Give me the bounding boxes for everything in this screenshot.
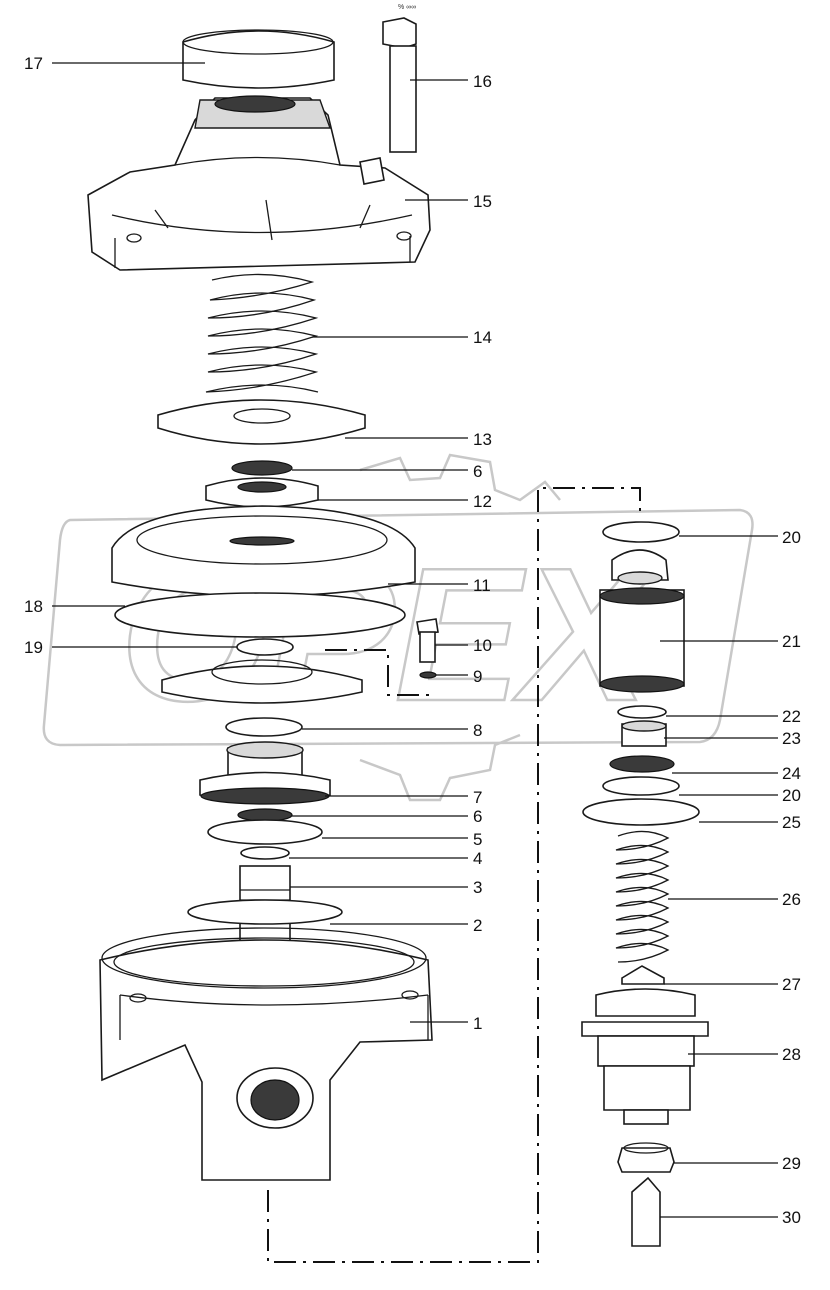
part-6-upper-ring	[231, 460, 293, 476]
part-17-cap	[182, 29, 335, 89]
part-23-sleeve	[621, 720, 667, 747]
callout-12: 12	[473, 492, 492, 511]
part-10-screw	[416, 618, 439, 663]
part-15-upper-housing	[87, 95, 431, 271]
part-1-lower-body	[99, 927, 433, 1181]
callout-labels: 17 16 15 14 13 6 12 11 18 19 10 9 8 7 6 …	[24, 54, 801, 1227]
callout-2: 2	[473, 916, 482, 935]
center-axis-line	[267, 487, 641, 1263]
callout-5: 5	[473, 830, 482, 849]
part-24-ring	[609, 755, 675, 773]
part-2-o-ring	[187, 899, 343, 925]
part-9-small-ring	[419, 671, 437, 679]
part-flange-plate	[161, 659, 363, 704]
part-29-nut	[617, 1142, 675, 1173]
callout-18: 18	[24, 597, 43, 616]
part-16-bolt	[382, 17, 417, 153]
part-14-spring	[205, 273, 319, 393]
part-21-valve-cartridge	[599, 549, 685, 693]
callout-13: 13	[473, 430, 492, 449]
callout-7: 7	[473, 788, 482, 807]
part-27-seat	[621, 965, 665, 985]
part-12-seat	[205, 477, 319, 508]
callout-9: 9	[473, 667, 482, 686]
callout-16: 16	[473, 72, 492, 91]
callout-3: 3	[473, 878, 482, 897]
callout-22: 22	[782, 707, 801, 726]
callout-24: 24	[782, 764, 801, 783]
part-7-piston	[199, 741, 331, 805]
part-13-plate	[157, 399, 366, 445]
part-18-seal-ring	[114, 592, 406, 638]
callout-6-upper: 6	[473, 462, 482, 481]
callout-6-lower: 6	[473, 807, 482, 826]
part-26-spring	[615, 830, 670, 963]
leader-lines	[52, 62, 778, 1218]
part-28-valve-body	[581, 988, 709, 1125]
callout-21: 21	[782, 632, 801, 651]
part-4-washer	[240, 846, 290, 860]
callout-10: 10	[473, 636, 492, 655]
part-11-housing	[111, 505, 416, 597]
auxiliary-axis-line	[325, 649, 430, 696]
part-20-lower-ring	[602, 776, 680, 796]
part-22-ring	[617, 705, 667, 719]
part-5-ring	[207, 819, 323, 845]
callout-11: 11	[473, 576, 491, 595]
callout-4: 4	[473, 849, 482, 868]
part-30-pin	[631, 1176, 661, 1247]
callout-28: 28	[782, 1045, 801, 1064]
part-25-large-ring	[582, 798, 700, 826]
callout-8: 8	[473, 721, 482, 740]
tiny-mark: % ∞∞	[398, 4, 416, 11]
callout-19: 19	[24, 638, 43, 657]
callout-17: 17	[24, 54, 43, 73]
callout-26: 26	[782, 890, 801, 909]
callout-14: 14	[473, 328, 492, 347]
callout-20-lower: 20	[782, 786, 801, 805]
callout-23: 23	[782, 729, 801, 748]
callout-27: 27	[782, 975, 801, 994]
callout-1: 1	[473, 1014, 482, 1033]
part-8-ring	[225, 717, 303, 737]
callout-20-upper: 20	[782, 528, 801, 547]
callout-25: 25	[782, 813, 801, 832]
part-20-upper-ring	[602, 521, 680, 543]
callout-15: 15	[473, 192, 492, 211]
part-19-washer	[236, 638, 294, 656]
callout-30: 30	[782, 1208, 801, 1227]
callout-29: 29	[782, 1154, 801, 1173]
